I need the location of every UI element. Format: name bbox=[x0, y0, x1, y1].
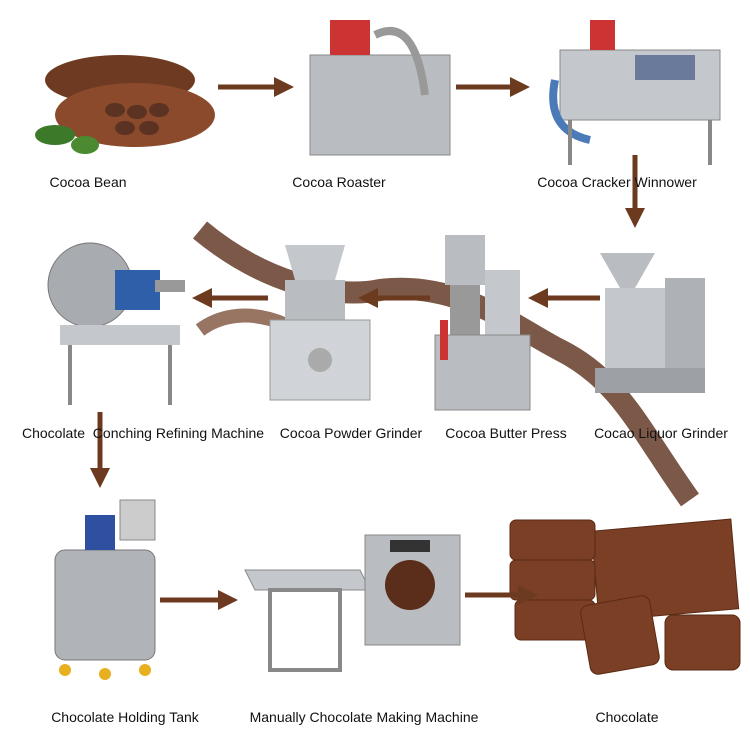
label-cocoa-liquor-grinder: Cocao Liquor Grinder bbox=[594, 425, 728, 441]
conching-refining-machine-image bbox=[47, 242, 185, 405]
chocolate-holding-tank-image bbox=[54, 499, 156, 680]
label-cocoa-butter-press: Cocoa Butter Press bbox=[445, 425, 567, 441]
cocoa-roaster-image bbox=[309, 20, 451, 156]
label-cocoa-cracker-winnower: Cocoa Cracker Winnower bbox=[537, 174, 697, 190]
label-cocoa-bean: Cocoa Bean bbox=[49, 174, 127, 190]
cocoa-powder-grinder-image bbox=[269, 245, 371, 401]
label-chocolate-making-machine: Manually Chocolate Making Machine bbox=[249, 709, 479, 725]
label-conching-refining-machine: Chocolate Conching Refining Machine bbox=[21, 425, 265, 441]
cocoa-butter-press-image bbox=[434, 235, 531, 411]
chocolate-image bbox=[509, 518, 741, 675]
label-cocoa-roaster: Cocoa Roaster bbox=[292, 174, 386, 190]
label-chocolate-holding-tank: Chocolate Holding Tank bbox=[51, 709, 199, 725]
cocoa-liquor-grinder-image bbox=[595, 253, 705, 393]
label-cocoa-powder-grinder: Cocoa Powder Grinder bbox=[279, 425, 423, 441]
label-chocolate: Chocolate bbox=[595, 709, 659, 725]
cocoa-bean-image bbox=[35, 55, 215, 154]
cocoa-cracker-winnower-image bbox=[549, 20, 721, 165]
chocolate-making-machine-image bbox=[244, 534, 461, 672]
